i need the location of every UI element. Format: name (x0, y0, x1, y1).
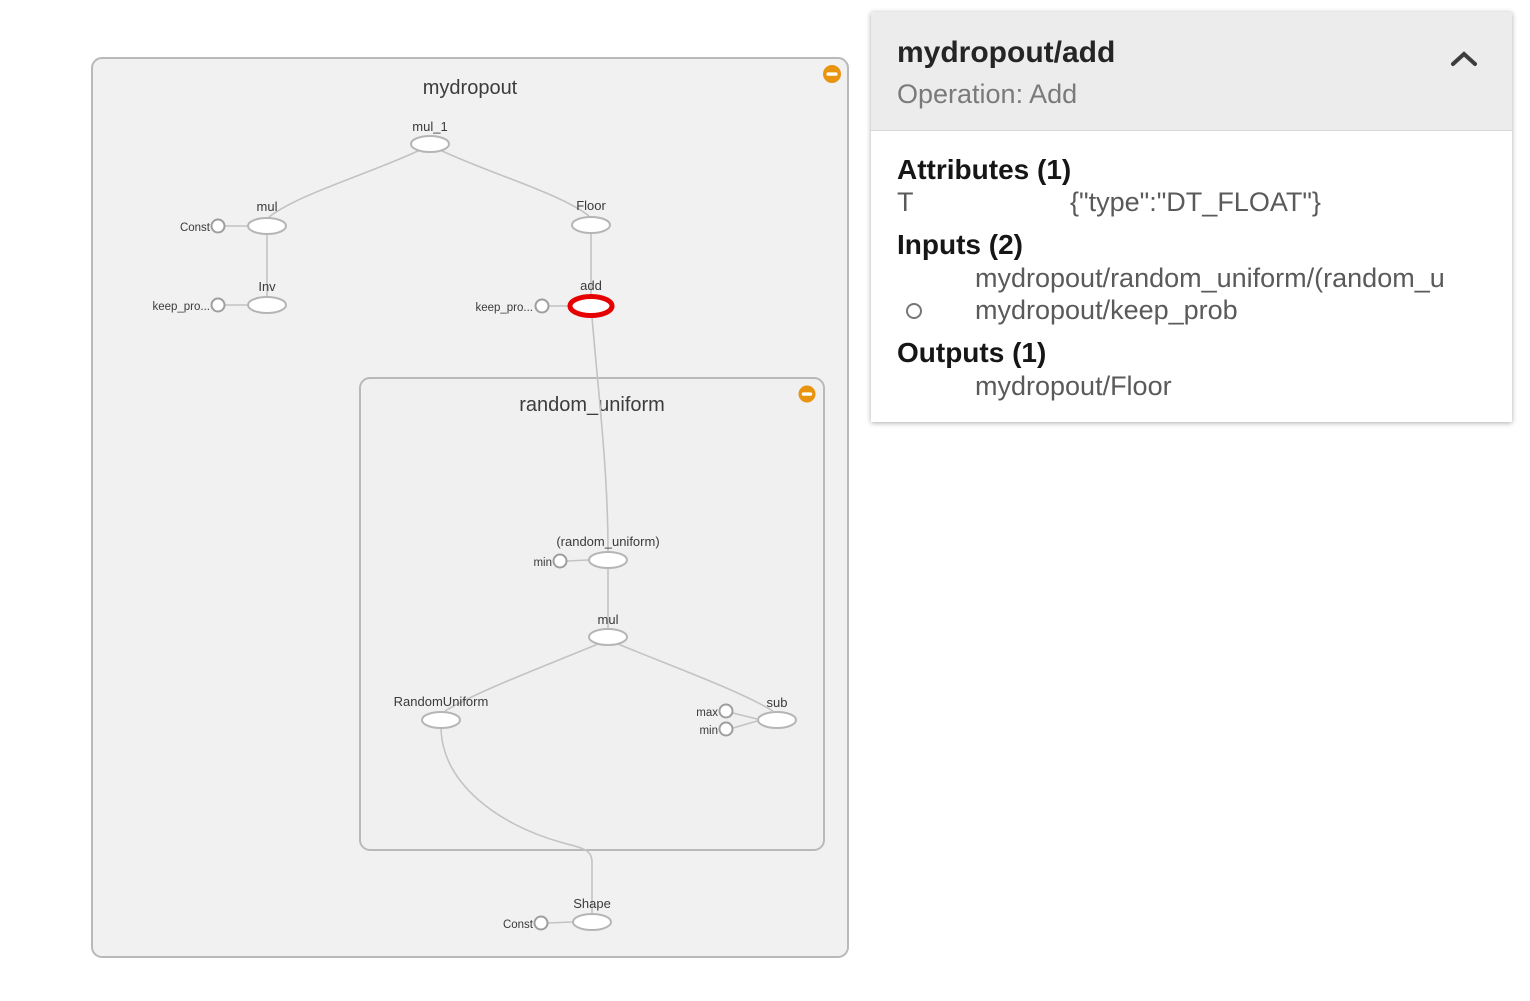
node-mul-inner[interactable] (588, 628, 628, 646)
output-row[interactable]: mydropout/Floor (897, 370, 1512, 402)
annotation-max-sub-label: max (696, 707, 718, 719)
annotation-max-sub-circle[interactable] (718, 703, 734, 719)
node-shape-label: Shape (573, 896, 611, 911)
edge-mul1-mul (268, 148, 423, 218)
annotation-const-shape-label: Const (503, 919, 534, 931)
edge-min-random-uniform-out (566, 559, 589, 562)
annotation-keepprob-add-label: keep_pro... (475, 302, 533, 314)
annotation-const-mul-circle[interactable] (210, 218, 226, 234)
edge-mul-sub (617, 643, 774, 712)
info-card-body: Attributes (1) T {"type":"DT_FLOAT"} Inp… (871, 131, 1512, 402)
node-inv[interactable] (247, 296, 287, 314)
annotation-min-sub-circle[interactable] (718, 721, 734, 737)
node-random-uniform-out-label: (random_uniform) (556, 534, 659, 549)
node-sub-label: sub (767, 695, 788, 710)
info-card-operation: Operation: Add (897, 79, 1078, 109)
annotation-keepprob-add-circle[interactable] (534, 298, 550, 314)
node-mul-inner-label: mul (598, 612, 619, 627)
annotation-min-ru-label: min (533, 557, 552, 569)
edge-min-sub (732, 720, 758, 729)
annotation-keepprob-inv-circle[interactable] (210, 297, 226, 313)
input-row[interactable]: mydropout/random_uniform/(random_u (897, 262, 1512, 294)
attribute-key: T (897, 187, 914, 217)
attributes-header: Attributes (1) (897, 154, 1072, 185)
group-mydropout-title: mydropout (423, 77, 518, 99)
outputs-header: Outputs (1) (897, 337, 1047, 368)
collapse-icon-mydropout[interactable] (823, 65, 841, 83)
node-add-selected[interactable] (567, 294, 615, 318)
annotation-min-sub-label: min (699, 725, 718, 737)
attribute-value: {"type":"DT_FLOAT"} (1070, 187, 1321, 217)
node-mul-label: mul (257, 199, 278, 214)
node-randomuniform[interactable] (421, 711, 461, 729)
node-mul-1[interactable] (410, 135, 450, 153)
info-card-title: mydropout/add (897, 36, 1116, 69)
annotation-min-ru-circle[interactable] (552, 553, 568, 569)
annotation-keepprob-inv-label: keep_pro... (152, 301, 210, 313)
output-item-label: mydropout/Floor (975, 371, 1172, 401)
input-item-label: mydropout/keep_prob (975, 295, 1238, 325)
node-inv-label: Inv (258, 279, 276, 294)
node-mul[interactable] (247, 217, 287, 235)
input-row[interactable]: mydropout/keep_prob (897, 294, 1512, 326)
info-card-header: mydropout/add Operation: Add (871, 12, 1512, 131)
collapse-chevron-icon[interactable] (1450, 50, 1478, 68)
node-add-label: add (580, 278, 602, 293)
node-floor[interactable] (571, 216, 611, 234)
group-random-uniform-title: random_uniform (519, 394, 665, 416)
edge-randomuniform-shape (440, 728, 593, 913)
node-shape[interactable] (572, 913, 612, 931)
edge-mul1-floor (437, 148, 590, 217)
annotation-const-shape-circle[interactable] (533, 915, 549, 931)
node-bullet-icon (906, 303, 922, 319)
node-info-card: mydropout/add Operation: Add Attributes … (871, 12, 1512, 422)
collapse-icon-random-uniform[interactable] (798, 385, 816, 403)
edge-add-random-uniform-out (591, 316, 609, 552)
inputs-header: Inputs (2) (897, 229, 1023, 260)
edge-max-sub (732, 712, 758, 720)
group-random-uniform[interactable] (359, 377, 825, 851)
graph-canvas[interactable]: mydropout random_uniform (0, 0, 870, 996)
annotation-const-mul-label: Const (180, 222, 211, 234)
node-randomuniform-label: RandomUniform (394, 694, 489, 709)
node-sub[interactable] (757, 711, 797, 729)
node-floor-label: Floor (576, 198, 606, 213)
edge-mul-randomuniform (444, 643, 599, 712)
input-item-label: mydropout/random_uniform/(random_u (975, 263, 1445, 293)
node-random-uniform-out[interactable] (588, 551, 628, 569)
edge-const-shape (547, 921, 573, 924)
attribute-row: T {"type":"DT_FLOAT"} (897, 187, 1512, 218)
node-mul-1-label: mul_1 (412, 119, 447, 134)
